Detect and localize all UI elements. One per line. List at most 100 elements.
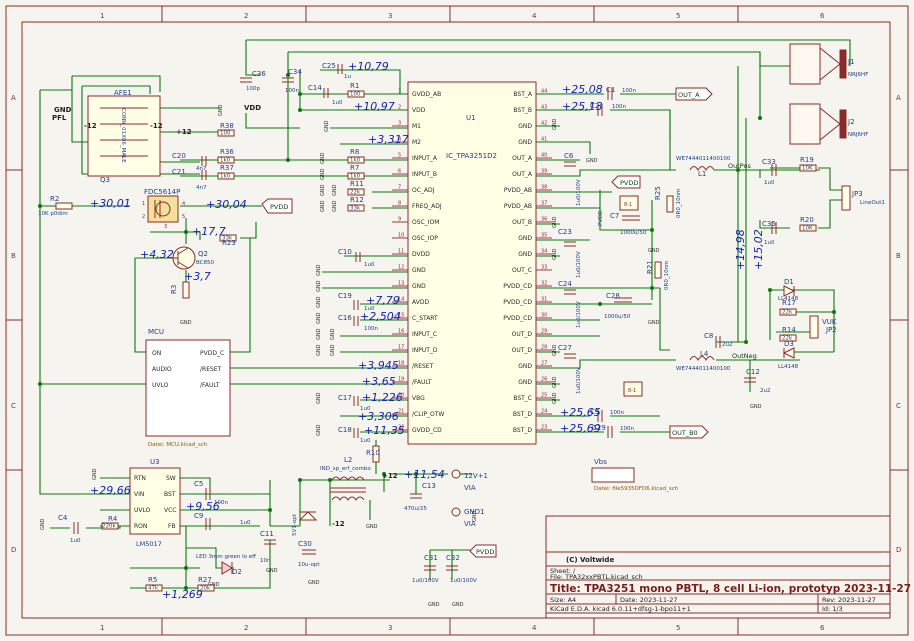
capacitor-c1[interactable]: C1 100n [606,86,636,100]
ic-u3[interactable]: U3 LM5017 RTN VIN UVLO RON SW BST VCC FB [129,458,181,548]
hier-label-out-b[interactable]: OUT_B0 [669,425,709,439]
gnd-symbols: GND GND GND GND GND GND GND GND GND GND … [40,104,762,608]
capacitor-c4[interactable]: C4 1u0 [58,514,81,544]
u1-pin-number: 14 [398,297,404,303]
voltage-label: +25,08 [562,83,603,96]
capacitor-c32[interactable]: C32 1u0/100V [446,554,477,584]
jumper-block-2[interactable]: 8-1 [623,381,643,397]
capacitor-c21[interactable]: C21 4n7 [172,168,207,191]
u1-pin-number: 10 [398,233,404,239]
resistor-r21[interactable]: R21 0R0_10nm [646,260,670,290]
inductor-l1[interactable]: L1 WE7444011400100 [676,156,731,178]
hier-label-pvdd-2[interactable]: PVDD [611,175,641,189]
capacitor-c2[interactable]: C2 100n [590,102,626,116]
capacitor-c35[interactable]: C35 1u0 [762,220,777,246]
capacitor-c23[interactable]: C23 1u0/100V [558,228,582,278]
capacitor-c16[interactable]: C16 100n [338,314,378,332]
mcu-sheet-box[interactable] [145,339,231,437]
capacitor-c36[interactable]: C36 100p [240,70,266,92]
diode-d1[interactable]: D1 LL4148 [778,278,799,302]
capacitor-c25[interactable]: C25 1u [322,62,351,80]
row-label: B [896,252,901,260]
resistor-r14[interactable]: R14 22k [779,326,797,342]
resistor-r17[interactable]: R17 22k [779,299,797,316]
capacitor-c30[interactable]: C30 10u-opt [298,540,320,568]
resistor-r2[interactable]: R2 10K p0dim [38,195,73,217]
testpoint-gnd1[interactable]: GND1 VIA [451,507,485,528]
capacitor-c11[interactable]: C11 10n [260,530,276,564]
resistor-r10[interactable]: R10 [366,445,380,463]
capacitor-c6[interactable]: C6 1u0/100V [564,152,582,206]
border-rows: A B C D A B C D [6,94,908,554]
resistor-r11[interactable]: R11 22k [347,180,365,196]
resistor-r8[interactable]: R8 1k0 [347,148,365,164]
resistor-r4[interactable]: R4 220k [101,515,119,530]
c6-ref: C6 [564,152,574,160]
capacitor-c27[interactable]: C27 1u0/100V [558,344,582,394]
hier-label-pvdd-1[interactable]: PVDD [261,198,293,214]
sheet-vbs[interactable]: Vbs Datei: file5935DFD6.kicad_sch [591,458,679,492]
resistor-r1[interactable]: R1 100 [347,82,365,98]
connector-jp3[interactable]: JP3 LineOut1 [841,185,885,211]
resistor-r38[interactable]: R38 100 [217,122,235,137]
capacitor-c9[interactable]: C9 1u0 [194,512,251,530]
capacitor-c34[interactable]: C34 100n [282,68,302,94]
capacitor-c10[interactable]: C10 1u0 [338,248,375,268]
hier-label-pvdd-3[interactable]: PVDD [469,544,497,558]
c17-ref: C17 [338,394,352,402]
jack-j1[interactable]: J1 NRJ6HF [789,43,868,85]
capacitor-c8[interactable]: C8 2u2 [704,332,732,348]
jack-j2[interactable]: J2 NRJ6HF [789,103,868,145]
capacitor-c14[interactable]: C14 1u0 [308,84,343,106]
capacitor-c31[interactable]: C31 1u0/100V [412,554,439,584]
capacitor-c19[interactable]: C19 1u0 [338,292,375,312]
capacitor-c13[interactable]: C13 470u/25 [404,482,436,512]
capacitor-c12[interactable]: C12 2u2 [744,368,770,394]
sheet-mcu[interactable]: MCU ON AUDIO UVLO PVDD_C /RESET /FAULT D… [145,328,231,448]
hier-label-out-a[interactable]: OUT_A [675,87,713,101]
capacitor-c20[interactable]: C20 4n7 [172,152,207,172]
capacitor-c17[interactable]: C17 1u0 [338,394,371,412]
inductor-l2[interactable]: L2 IND_sp_erf_combo [320,456,371,501]
resistor-r37[interactable]: R37 1k0 [217,164,235,180]
svg-text:GND: GND [330,328,336,340]
resistor-r5[interactable]: R5 47k [145,576,163,592]
resistor-r12[interactable]: R12 33k [347,196,365,212]
resistor-r25[interactable]: R25 0R0_10nm [654,186,682,218]
resistor-r20[interactable]: R20 10K [799,216,817,232]
svg-text:GND: GND [320,168,326,180]
jp2-value: JP2 [825,326,837,334]
u1-pin-name: OUT_D [512,347,533,354]
ic-u1-body[interactable] [407,81,537,445]
resistor-r7[interactable]: R7 1k0 [347,164,365,180]
resistor-r23[interactable]: R23 33k [219,234,237,247]
mcu-pin-pvdd: PVDD_C [200,350,224,357]
diode-d3[interactable]: D3 LL4148 [778,340,799,370]
transistor-q2[interactable]: Q2 BC850 [170,246,215,270]
ic-u1[interactable]: U1 IC_TPA3251D2 GVDD_AB1VDD2M13M24INPUT_… [392,81,552,445]
jumper-block-1[interactable]: 8-1 [619,195,639,211]
zener-d5[interactable]: 5V1-opt [292,511,318,536]
afe1-body[interactable] [87,95,161,177]
led-d2[interactable]: D2 LED 3mm green lo eff [196,554,256,576]
capacitor-c5[interactable]: C5 100n [194,480,228,506]
connector-jp2[interactable]: VUK JP2 [809,315,837,339]
capacitor-c3[interactable]: C3 100n [590,408,624,422]
col-label: 1 [100,12,104,20]
capacitor-c28[interactable]: C28 1000u/50 [604,292,632,320]
u1-pin-name: INPUT_C [412,331,437,338]
resistor-r27[interactable]: R27 20k [197,576,215,592]
resistor-r3[interactable]: R3 [170,281,190,299]
capacitor-c18[interactable]: C18 1u0 [338,426,371,444]
testpoint-12v[interactable]: 12V+1 VIA [451,469,488,492]
resistor-r36[interactable]: R36 1k0 [217,148,235,164]
capacitor-c33[interactable]: C33 1u0 [762,158,777,186]
capacitor-c29[interactable]: C29 100n [592,424,634,438]
connector-afe1[interactable]: AFE1 CONN_01X06_MALE Q3 [87,89,161,184]
resistor-r19[interactable]: R19 10K [799,156,817,172]
capacitor-c24[interactable]: C24 1u0/100V [558,280,582,328]
inductor-l4[interactable]: L4 WE7444011400100 [676,350,731,372]
capacitor-c7[interactable]: C7 1000u/50 [610,212,647,236]
u1-pin-number: 15 [398,313,404,319]
